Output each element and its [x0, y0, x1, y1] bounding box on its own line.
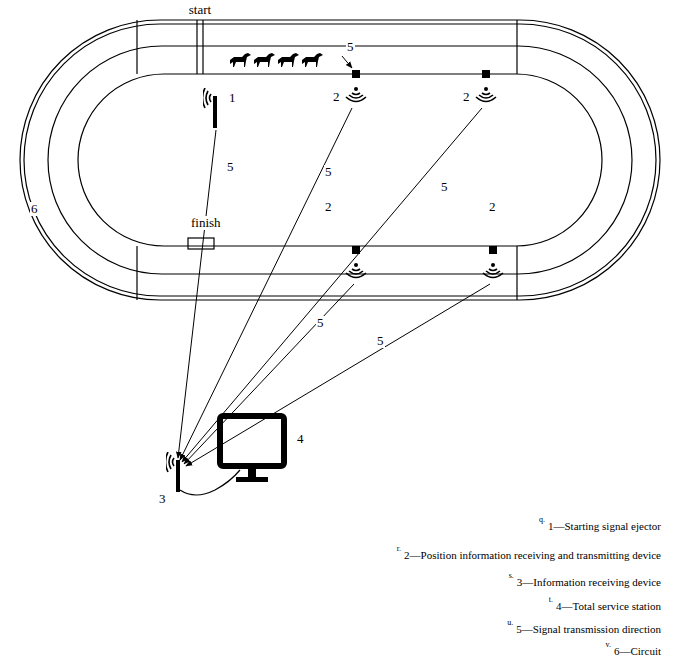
callout-number: 3: [158, 492, 167, 506]
callout-number: 2: [324, 200, 333, 214]
list-marker: q.: [538, 516, 546, 525]
list-marker: v.: [604, 641, 611, 650]
legend-text: 3—Information receiving device: [516, 576, 662, 588]
legend-text: 1—Starting signal ejector: [547, 520, 662, 532]
callout-number: 6: [30, 202, 39, 216]
list-marker: r.: [396, 545, 402, 554]
track-label: finish: [190, 216, 222, 230]
legend-text: 5—Signal transmission direction: [515, 623, 662, 635]
legend-text: 2—Position information receiving and tra…: [403, 549, 662, 561]
circuit-track: [20, 20, 660, 300]
callout-number: 2: [488, 200, 497, 214]
callout-number: 5: [440, 180, 449, 194]
legend-text: 4—Total service station: [555, 600, 662, 612]
callout-number: 2: [332, 90, 341, 104]
devices: [166, 70, 504, 492]
list-marker: s.: [508, 572, 515, 581]
callout-number: 5: [226, 160, 235, 174]
track-label: start: [188, 3, 212, 17]
horses: [230, 53, 323, 67]
callout-number: 5: [324, 165, 333, 179]
list-marker: u.: [506, 619, 514, 628]
legend-text: 6—Circuit: [613, 645, 662, 657]
callout-number: 1: [228, 91, 237, 105]
callout-number: 5: [316, 316, 325, 330]
callout-number: 4: [296, 432, 305, 446]
callout-number: 5: [346, 40, 355, 54]
callout-number: 5: [376, 334, 385, 348]
signal-arrows: [178, 56, 490, 466]
callout-number: 2: [462, 90, 471, 104]
list-marker: t.: [548, 596, 554, 605]
